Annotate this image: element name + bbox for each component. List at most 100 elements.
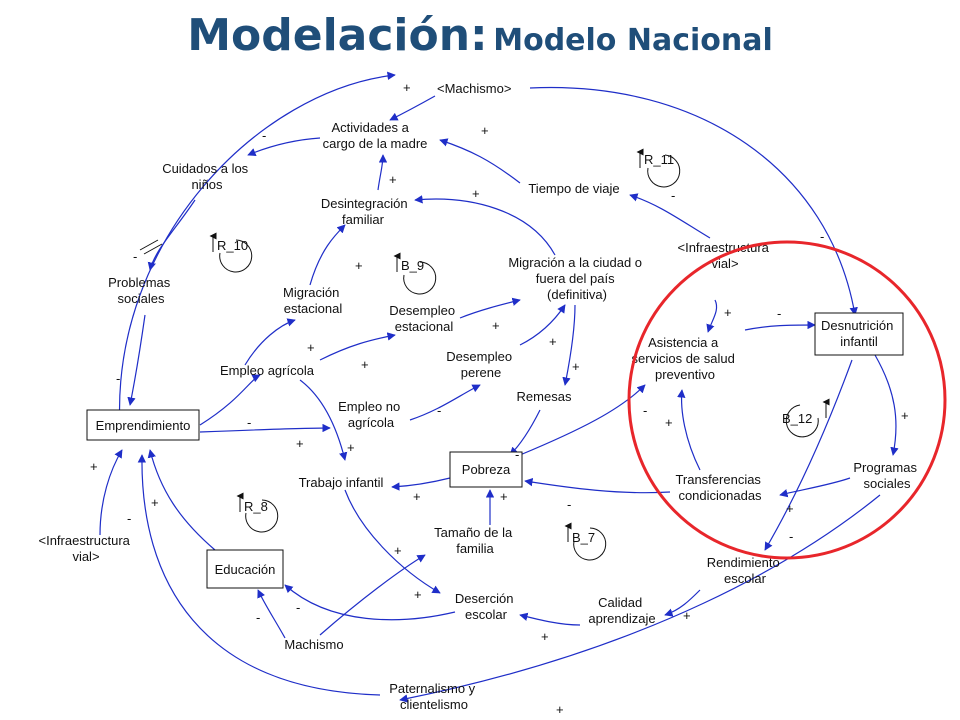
svg-text:+: + — [414, 587, 422, 602]
node-pobreza: Pobreza — [462, 462, 511, 477]
svg-text:+: + — [151, 495, 159, 510]
node-tamano: Tamaño de la familia — [434, 525, 516, 556]
link-top-right — [529, 86, 858, 316]
link-paternalismo-emprendimiento — [137, 454, 381, 696]
node-desempleo-per: Desempleo perene — [446, 349, 515, 380]
link-outer-top — [118, 71, 396, 429]
svg-text:-: - — [671, 188, 675, 203]
link-desnutricion-rendimiento — [764, 359, 853, 551]
svg-text:+: + — [541, 629, 549, 644]
box-pobreza — [449, 451, 523, 488]
link-educacion-emprendimiento — [147, 449, 216, 551]
node-asistencia: Asistencia a servicios de salud preventi… — [632, 335, 739, 382]
svg-text:+: + — [572, 359, 580, 374]
link-desempleo-migdef — [459, 297, 521, 319]
node-calidad: Calidad aprendizaje — [588, 595, 655, 626]
link-emprendimiento-empleono — [199, 423, 331, 433]
loop-r11-arc — [647, 154, 681, 188]
title-main: Modelación: — [187, 10, 488, 61]
link-tiempo-actividades — [439, 138, 521, 184]
node-desintegracion: Desintegración familiar — [321, 196, 411, 227]
node-transferencias: Transferencias condicionadas — [675, 472, 764, 503]
link-infra-asistencia — [706, 299, 718, 333]
node-desempleo-est: Desempleo estacional — [389, 303, 458, 334]
svg-text:+: + — [683, 608, 691, 623]
svg-text:+: + — [786, 501, 794, 516]
node-infra-top: <Infraestructura vial> — [677, 240, 772, 271]
link-trabajo-desercion — [344, 489, 441, 594]
loop-b9-label: B_9 — [401, 258, 424, 273]
node-problemas: Problemas sociales — [108, 275, 174, 306]
link-machismo-actividades — [389, 95, 436, 121]
link-machismo-tamano — [319, 554, 426, 636]
loop-b7-label: B_7 — [572, 530, 595, 545]
svg-text:+: + — [481, 123, 489, 138]
svg-text:-: - — [567, 497, 571, 512]
link-pobreza-trabajo — [391, 477, 451, 491]
node-educacion: Educación — [215, 562, 276, 577]
link-empleono-desempleoper — [409, 384, 481, 421]
node-rendimiento: Rendimiento escolar — [707, 555, 784, 586]
svg-text:+: + — [403, 80, 411, 95]
svg-text:-: - — [262, 128, 266, 143]
link-transferencias-asistencia — [677, 389, 701, 471]
svg-text:-: - — [515, 447, 519, 462]
svg-text:+: + — [413, 489, 421, 504]
loop-markers: R_11 R_10 B_9 B_12 R_8 B_7 — [209, 148, 830, 561]
svg-text:+: + — [90, 459, 98, 474]
link-transferencias-pobreza — [524, 478, 671, 494]
svg-text:+: + — [361, 357, 369, 372]
svg-text:-: - — [437, 403, 441, 418]
svg-text:+: + — [472, 186, 480, 201]
svg-text:-: - — [256, 610, 260, 625]
node-desnutricion: Desnutrición infantil — [821, 318, 897, 349]
svg-text:-: - — [820, 229, 824, 244]
svg-text:+: + — [347, 440, 355, 455]
node-remesas: Remesas — [517, 389, 572, 404]
link-programas-paternalismo — [399, 494, 881, 703]
loop-b12-arc — [785, 404, 819, 438]
link-empleo-desempleo — [319, 332, 396, 361]
node-empleo-agricola: Empleo agrícola — [220, 363, 315, 378]
polarity-signs: + - + + + - - - + - + + + + + + - - + + … — [90, 80, 909, 717]
link-cuidados-problemas — [147, 199, 196, 271]
link-migdef-desintegracion — [414, 195, 556, 256]
page-title: Modelación: Modelo Nacional — [0, 10, 960, 61]
link-problemas-emprendimiento — [127, 314, 146, 406]
svg-text:-: - — [127, 511, 131, 526]
box-emprendimiento — [86, 409, 200, 441]
link-empleo-migest — [244, 318, 296, 366]
svg-text:+: + — [556, 702, 564, 717]
link-asistencia-desnutricion — [744, 320, 816, 331]
svg-text:+: + — [296, 436, 304, 451]
node-machismo: Machismo — [284, 637, 343, 652]
node-desercion: Deserción escolar — [455, 591, 517, 622]
loop-r10-label: R_10 — [217, 238, 248, 253]
svg-text:+: + — [307, 340, 315, 355]
node-paternalismo: Paternalismo y clientelismo — [389, 681, 479, 712]
svg-text:+: + — [355, 258, 363, 273]
link-desempleoper-migdef — [519, 304, 566, 346]
node-migracion-est: Migración estacional — [283, 285, 343, 316]
node-tiempo-viaje: Tiempo de viaje — [528, 181, 619, 196]
loop-b12-label: B_12 — [782, 411, 812, 426]
title-sub: Modelo Nacional — [493, 23, 773, 58]
link-empleo-trabajo — [299, 379, 348, 461]
node-machismo-shadow: <Machismo> — [437, 81, 511, 96]
link-actividades-cuidados — [247, 137, 321, 157]
link-migest-desintegracion — [309, 224, 346, 286]
node-trabajo-infantil: Trabajo infantil — [299, 475, 384, 490]
node-emprendimiento: Emprendimiento — [96, 418, 191, 433]
svg-text:+: + — [389, 172, 397, 187]
highlight-circle — [627, 240, 947, 560]
svg-text:+: + — [492, 318, 500, 333]
link-desnutricion-programas — [874, 354, 899, 456]
svg-text:-: - — [116, 371, 120, 386]
svg-text:+: + — [901, 408, 909, 423]
loop-r8-arc — [245, 499, 279, 533]
box-educacion — [206, 549, 284, 589]
loop-r10-arc — [219, 239, 253, 273]
link-migdef-remesas — [562, 304, 576, 386]
loop-b9-arc — [403, 261, 437, 295]
